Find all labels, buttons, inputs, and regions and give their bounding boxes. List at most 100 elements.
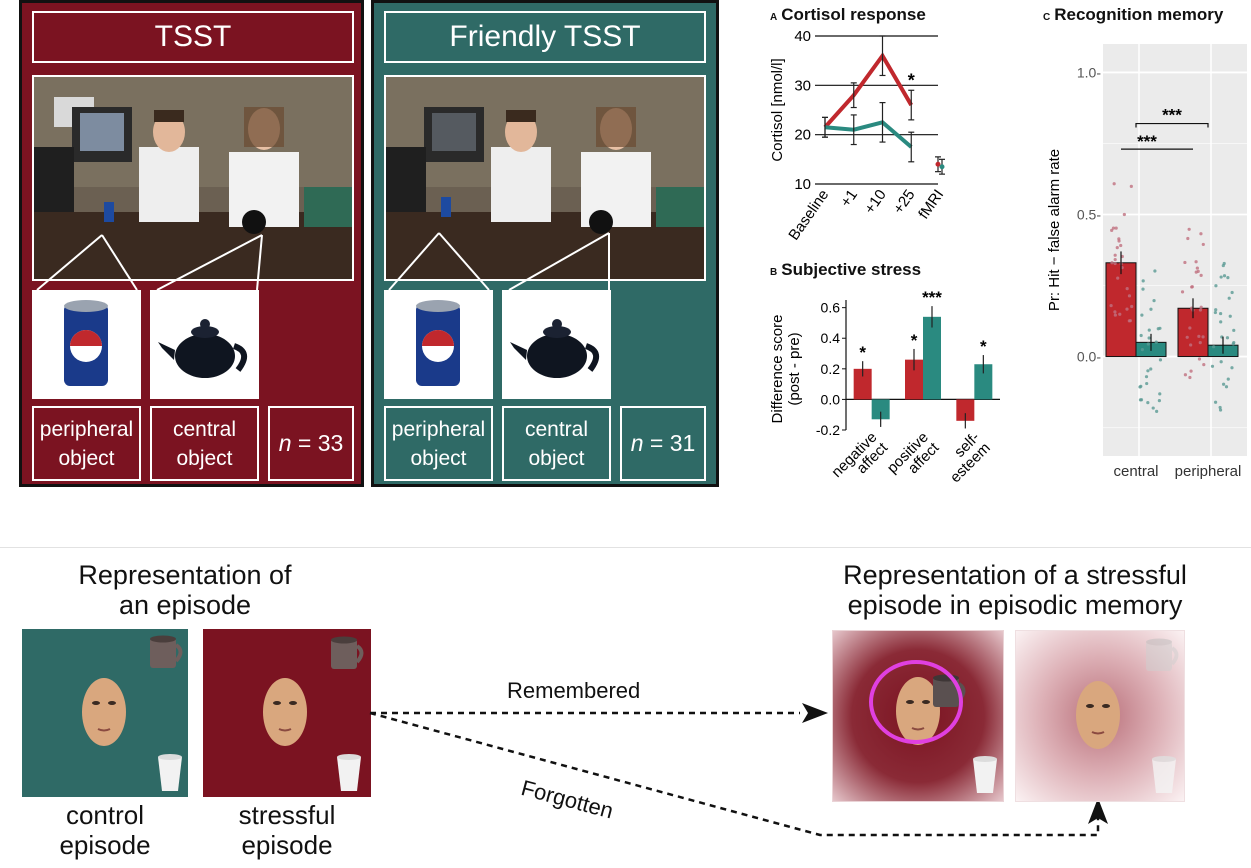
subject-dot [1222, 274, 1227, 278]
remembered-arrowhead-icon [802, 703, 828, 723]
lab-scene-image [386, 77, 704, 279]
right-section-title: Representation of a stressful episode in… [843, 560, 1187, 620]
subject-dot [1140, 313, 1144, 317]
subject-dot [1219, 360, 1223, 364]
subject-dot [1214, 284, 1218, 288]
subject-dot [1189, 369, 1193, 373]
subject-dot [1210, 364, 1215, 368]
mug-icon [150, 635, 183, 668]
significance-marker: *** [1137, 132, 1157, 151]
sample-size-text: n = 31 [622, 429, 704, 458]
face-icon [263, 678, 307, 746]
subject-dot [1198, 308, 1203, 312]
subject-dot [1153, 269, 1157, 273]
subject-dot [1151, 406, 1155, 410]
subject-dot [1146, 369, 1150, 373]
significance-marker: *** [1162, 106, 1182, 125]
subject-dot [1149, 367, 1153, 371]
subject-dot [1146, 342, 1150, 346]
significance-marker: * [911, 331, 918, 350]
subject-dot [1111, 226, 1116, 230]
subject-dot [1141, 287, 1145, 291]
data-point [939, 164, 945, 170]
label-text: peripheral object [391, 417, 486, 470]
subject-dot [1194, 260, 1198, 264]
panel-title: Friendly TSST [384, 11, 706, 63]
y-tick-label: 30 [794, 77, 811, 94]
peripheral-object-image [384, 290, 493, 399]
subject-dot [1113, 261, 1117, 266]
teapot-icon [158, 319, 247, 378]
subject-dot [1186, 236, 1190, 241]
subject-dot [1196, 269, 1200, 273]
significance-marker: * [908, 70, 915, 90]
forgotten-arrowhead-icon [1088, 798, 1108, 824]
control-episode-square [22, 629, 188, 797]
subject-dot [1119, 243, 1123, 248]
friendly-tsst-panel: Friendly TSST [371, 0, 719, 487]
subject-dot [1199, 305, 1203, 309]
subject-dot [1219, 311, 1223, 316]
subject-dot [1118, 312, 1122, 316]
subject-dot [1109, 303, 1113, 308]
subject-dot [1158, 392, 1162, 396]
connector-lines [36, 234, 263, 291]
subject-dot [1201, 335, 1205, 339]
subject-dot [1157, 399, 1161, 403]
lab-photo [32, 75, 354, 281]
subject-dot [1113, 257, 1117, 262]
n-symbol: n [630, 430, 644, 456]
control-episode-image [82, 635, 183, 791]
y-tick-label: 0.0- [1077, 349, 1101, 365]
subject-dot [1130, 304, 1134, 309]
subject-dot [1227, 296, 1231, 300]
cup-icon [973, 756, 997, 793]
subject-dot [1221, 263, 1225, 268]
subject-dot [1140, 348, 1144, 352]
subject-dot [1213, 310, 1217, 315]
y-tick-label: 0.2 [821, 361, 841, 377]
bar [956, 399, 975, 421]
subject-dot [1138, 385, 1142, 389]
y-tick-label: 0.5- [1077, 206, 1101, 222]
teapot-icon [510, 319, 599, 378]
forgotten-episode-square [1015, 630, 1185, 802]
chart-title-text: Subjective stress [781, 260, 922, 279]
significance-marker: *** [922, 288, 942, 307]
forgotten-arrow-line [369, 711, 1100, 837]
subject-dot [1226, 377, 1230, 381]
subject-dot [1116, 276, 1120, 280]
subject-dot [1214, 308, 1218, 312]
y-axis-label: Difference score [769, 315, 786, 424]
sample-size-label: n = 31 [620, 406, 706, 481]
subject-dot [1230, 290, 1234, 295]
subject-dot [1187, 227, 1191, 231]
subject-dot [1115, 246, 1119, 250]
subject-dot [1199, 232, 1203, 236]
n-value: = 31 [643, 430, 696, 456]
subject-dot [1198, 341, 1202, 345]
subject-dot [1219, 275, 1223, 279]
sample-size-text: n = 33 [270, 429, 352, 458]
subject-dot [1195, 266, 1199, 270]
soda-can-icon [416, 300, 460, 386]
subject-dot [1110, 261, 1114, 265]
y-tick-label: 10 [794, 176, 811, 193]
subject-dot [1127, 294, 1132, 298]
subject-dot [1122, 212, 1126, 217]
forgotten-episode-image [1076, 638, 1179, 793]
y-axis-label: Cortisol [nmol/l] [769, 58, 786, 161]
lab-photo [384, 75, 706, 281]
significance-marker: * [980, 337, 987, 356]
y-tick-label: 20 [794, 127, 811, 144]
y-tick-label: 0.6 [821, 300, 841, 316]
significance-marker: ** [875, 26, 889, 36]
subject-dot [1113, 313, 1117, 317]
tsst-panel: TSST [19, 0, 364, 487]
subject-dot [1139, 398, 1144, 402]
subject-dot [1154, 340, 1158, 344]
cup-icon [1152, 756, 1176, 793]
subject-dot [1129, 184, 1133, 188]
